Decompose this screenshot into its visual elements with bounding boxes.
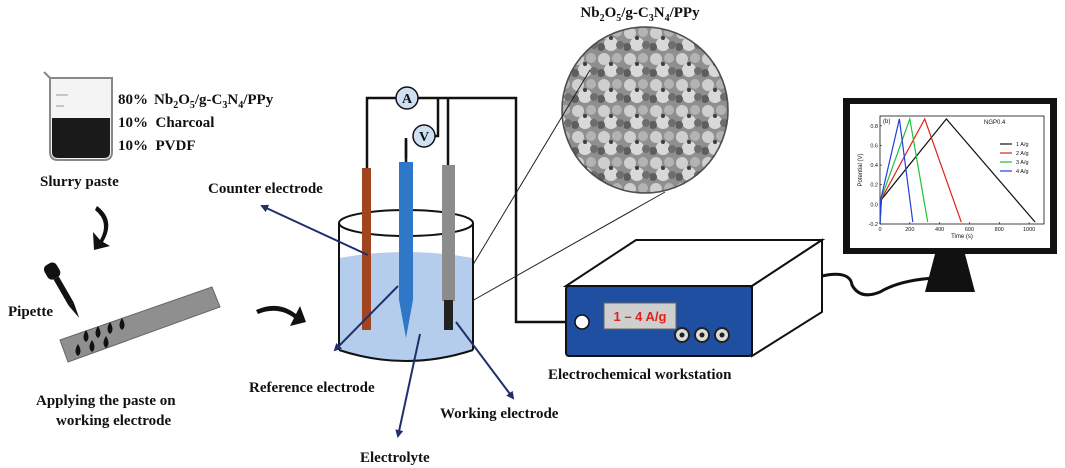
recipe-line-1: 80%Nb2O5/g-C3N4/PPy bbox=[118, 92, 274, 111]
x-tick-label: 1000 bbox=[1023, 227, 1035, 233]
cable bbox=[821, 272, 936, 297]
chart-title: NGP0.4 bbox=[984, 120, 1006, 126]
recipe-line-3: 10% PVDF bbox=[118, 138, 196, 154]
slurry-label: Slurry paste bbox=[40, 174, 119, 190]
y-tick-label: 0.2 bbox=[870, 183, 878, 189]
counter-electrode bbox=[362, 168, 371, 330]
curved-arrow-down-icon bbox=[93, 206, 110, 250]
electrolyte-arrow bbox=[395, 333, 421, 438]
legend-entry: 1 A/g bbox=[1016, 142, 1029, 148]
beaker-icon bbox=[43, 71, 113, 161]
workstation-label: Electrochemical workstation bbox=[548, 367, 732, 383]
panel-label: (b) bbox=[883, 119, 890, 125]
series-line bbox=[879, 118, 914, 225]
svg-text:A: A bbox=[402, 92, 413, 107]
working-electrode bbox=[442, 165, 455, 301]
counter-arrow bbox=[260, 204, 369, 256]
circuit-wires bbox=[365, 96, 572, 324]
electrolyte-label: Electrolyte bbox=[360, 450, 430, 466]
drops-icon bbox=[75, 318, 125, 356]
ammeter-icon: A bbox=[395, 86, 419, 110]
svg-text:V: V bbox=[419, 130, 429, 145]
y-tick-label: 0.0 bbox=[870, 202, 878, 208]
x-axis-label: Time (s) bbox=[951, 234, 973, 240]
reference-electrode bbox=[399, 162, 413, 338]
y-tick-label: -0.2 bbox=[869, 222, 878, 228]
zoom-line-bottom bbox=[455, 191, 666, 311]
x-tick-label: 600 bbox=[965, 227, 974, 233]
y-tick-label: 0.4 bbox=[870, 163, 878, 169]
sem-title: Nb2O5/g-C3N4/PPy bbox=[580, 5, 700, 24]
y-axis-label: Potential (V) bbox=[858, 153, 864, 186]
x-tick-label: 800 bbox=[995, 227, 1004, 233]
pipette-label: Pipette bbox=[8, 304, 53, 320]
legend-entry: 3 A/g bbox=[1016, 160, 1029, 166]
pipette-icon bbox=[43, 262, 80, 318]
legend-entry: 4 A/g bbox=[1016, 169, 1029, 175]
plot-frame bbox=[879, 115, 1045, 225]
recipe-line-2: 10% Charcoal bbox=[118, 115, 214, 131]
working-label: Working electrode bbox=[440, 406, 559, 422]
x-tick-label: 200 bbox=[905, 227, 914, 233]
sem-image bbox=[561, 26, 729, 194]
reference-label: Reference electrode bbox=[249, 380, 375, 396]
workstation: 1 – 4 A/g bbox=[562, 238, 826, 358]
reference-arrow bbox=[333, 285, 399, 352]
working-electrode-tip bbox=[444, 300, 453, 330]
y-tick-label: 0.8 bbox=[870, 124, 878, 130]
display-readout: 1 – 4 A/g bbox=[614, 309, 667, 324]
working-arrow bbox=[455, 321, 515, 400]
gcd-chart: 0 200 400 600 800 1000 -0.2 0.0 0.2 0.4 0.6 0.8Time… bbox=[858, 115, 1045, 240]
legend-entry: 2 A/g bbox=[1016, 151, 1029, 157]
voltmeter-icon: V bbox=[412, 124, 436, 148]
x-tick-label: 0 bbox=[878, 227, 881, 233]
curved-arrow-right-icon bbox=[256, 305, 306, 326]
y-tick-label: 0.6 bbox=[870, 143, 878, 149]
apply-label-1: Applying the paste on bbox=[36, 393, 176, 409]
port-icon bbox=[574, 314, 590, 330]
apply-label-2: working electrode bbox=[56, 413, 171, 429]
electrode-strip bbox=[59, 286, 221, 363]
x-tick-label: 400 bbox=[935, 227, 944, 233]
counter-label: Counter electrode bbox=[208, 181, 323, 197]
